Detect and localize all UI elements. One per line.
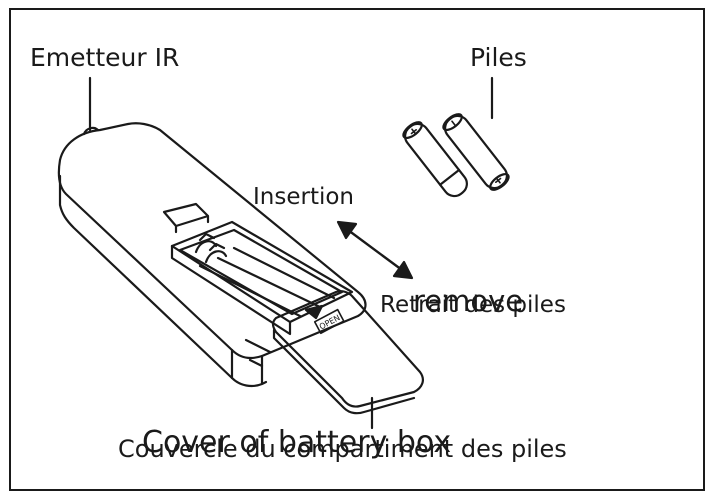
remote-side-face [58,174,268,388]
remote-control [57,122,367,388]
battery-plus-icon [410,128,418,135]
battery-plus-icon [494,177,502,184]
battery-right [442,113,510,191]
cover-label-fr: Couvercle du compartiment des piles [118,435,567,463]
removal-label-fr: Retrait des piles [380,292,566,318]
battery-cover: OPEN [271,290,424,415]
insertion-label: Insertion [253,184,355,210]
cover-arrow-icon [304,304,324,320]
ir-emitter-icon [82,126,100,136]
battery-minus-icon [451,120,457,127]
battery-left [402,121,468,198]
cover-label-en: Cover of battery box [142,425,452,460]
compartment-wall [170,244,292,336]
battery-left-band [438,168,461,186]
slide-direction-arrow [336,220,414,280]
arrowhead-down-icon [392,260,414,280]
cover-panel [271,290,424,408]
battery-compartment [170,220,354,324]
cover-thickness [272,328,416,415]
battery-contacts [194,232,228,264]
batteries-label: Piles [470,43,527,72]
arrowhead-up-icon [336,220,358,240]
battery-pair [402,113,510,198]
ir-emitter-label: Emetteur IR [30,43,180,72]
remote-top-face [57,122,367,360]
removal-label-en: remove [413,284,524,318]
remote-window [162,202,210,234]
compartment-ribs [198,246,336,318]
remote-lower-detail [244,338,272,368]
